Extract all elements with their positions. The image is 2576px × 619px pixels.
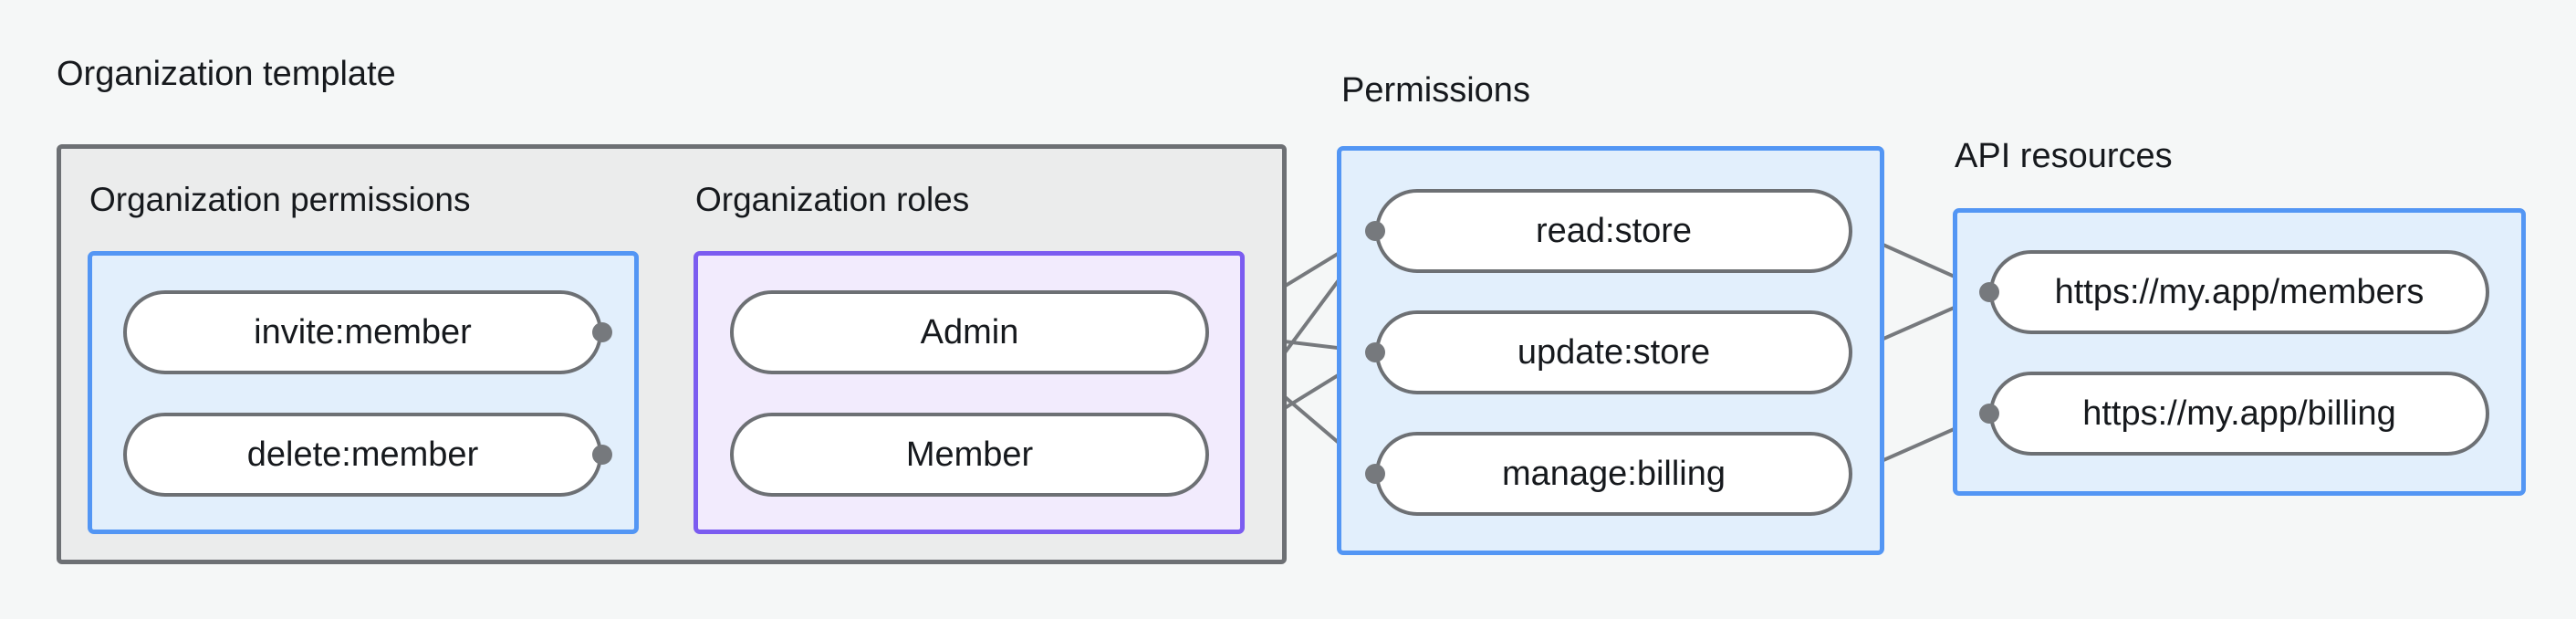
- organization-permissions-title: Organization permissions: [89, 181, 471, 218]
- handle-billing-url-left[interactable]: [1979, 404, 1999, 424]
- api-resources-title: API resources: [1955, 137, 2173, 175]
- node-admin[interactable]: Admin: [730, 290, 1209, 374]
- node-update-store[interactable]: update:store: [1375, 310, 1852, 394]
- node-invite-member[interactable]: invite:member: [123, 290, 602, 374]
- node-delete-member[interactable]: delete:member: [123, 413, 602, 497]
- node-member[interactable]: Member: [730, 413, 1209, 497]
- handle-manage-billing-left[interactable]: [1365, 464, 1385, 484]
- handle-delete-member-right[interactable]: [592, 445, 612, 465]
- handle-invite-member-right[interactable]: [592, 322, 612, 342]
- handle-update-store-left[interactable]: [1365, 342, 1385, 362]
- organization-roles-title: Organization roles: [695, 181, 970, 218]
- organization-template-title: Organization template: [57, 55, 396, 93]
- node-manage-billing[interactable]: manage:billing: [1375, 432, 1852, 516]
- permissions-title: Permissions: [1341, 71, 1530, 110]
- handle-members-url-left[interactable]: [1979, 282, 1999, 302]
- node-read-store[interactable]: read:store: [1375, 189, 1852, 273]
- handle-read-store-left[interactable]: [1365, 221, 1385, 241]
- node-members-url[interactable]: https://my.app/members: [1989, 250, 2489, 334]
- node-billing-url[interactable]: https://my.app/billing: [1989, 372, 2489, 456]
